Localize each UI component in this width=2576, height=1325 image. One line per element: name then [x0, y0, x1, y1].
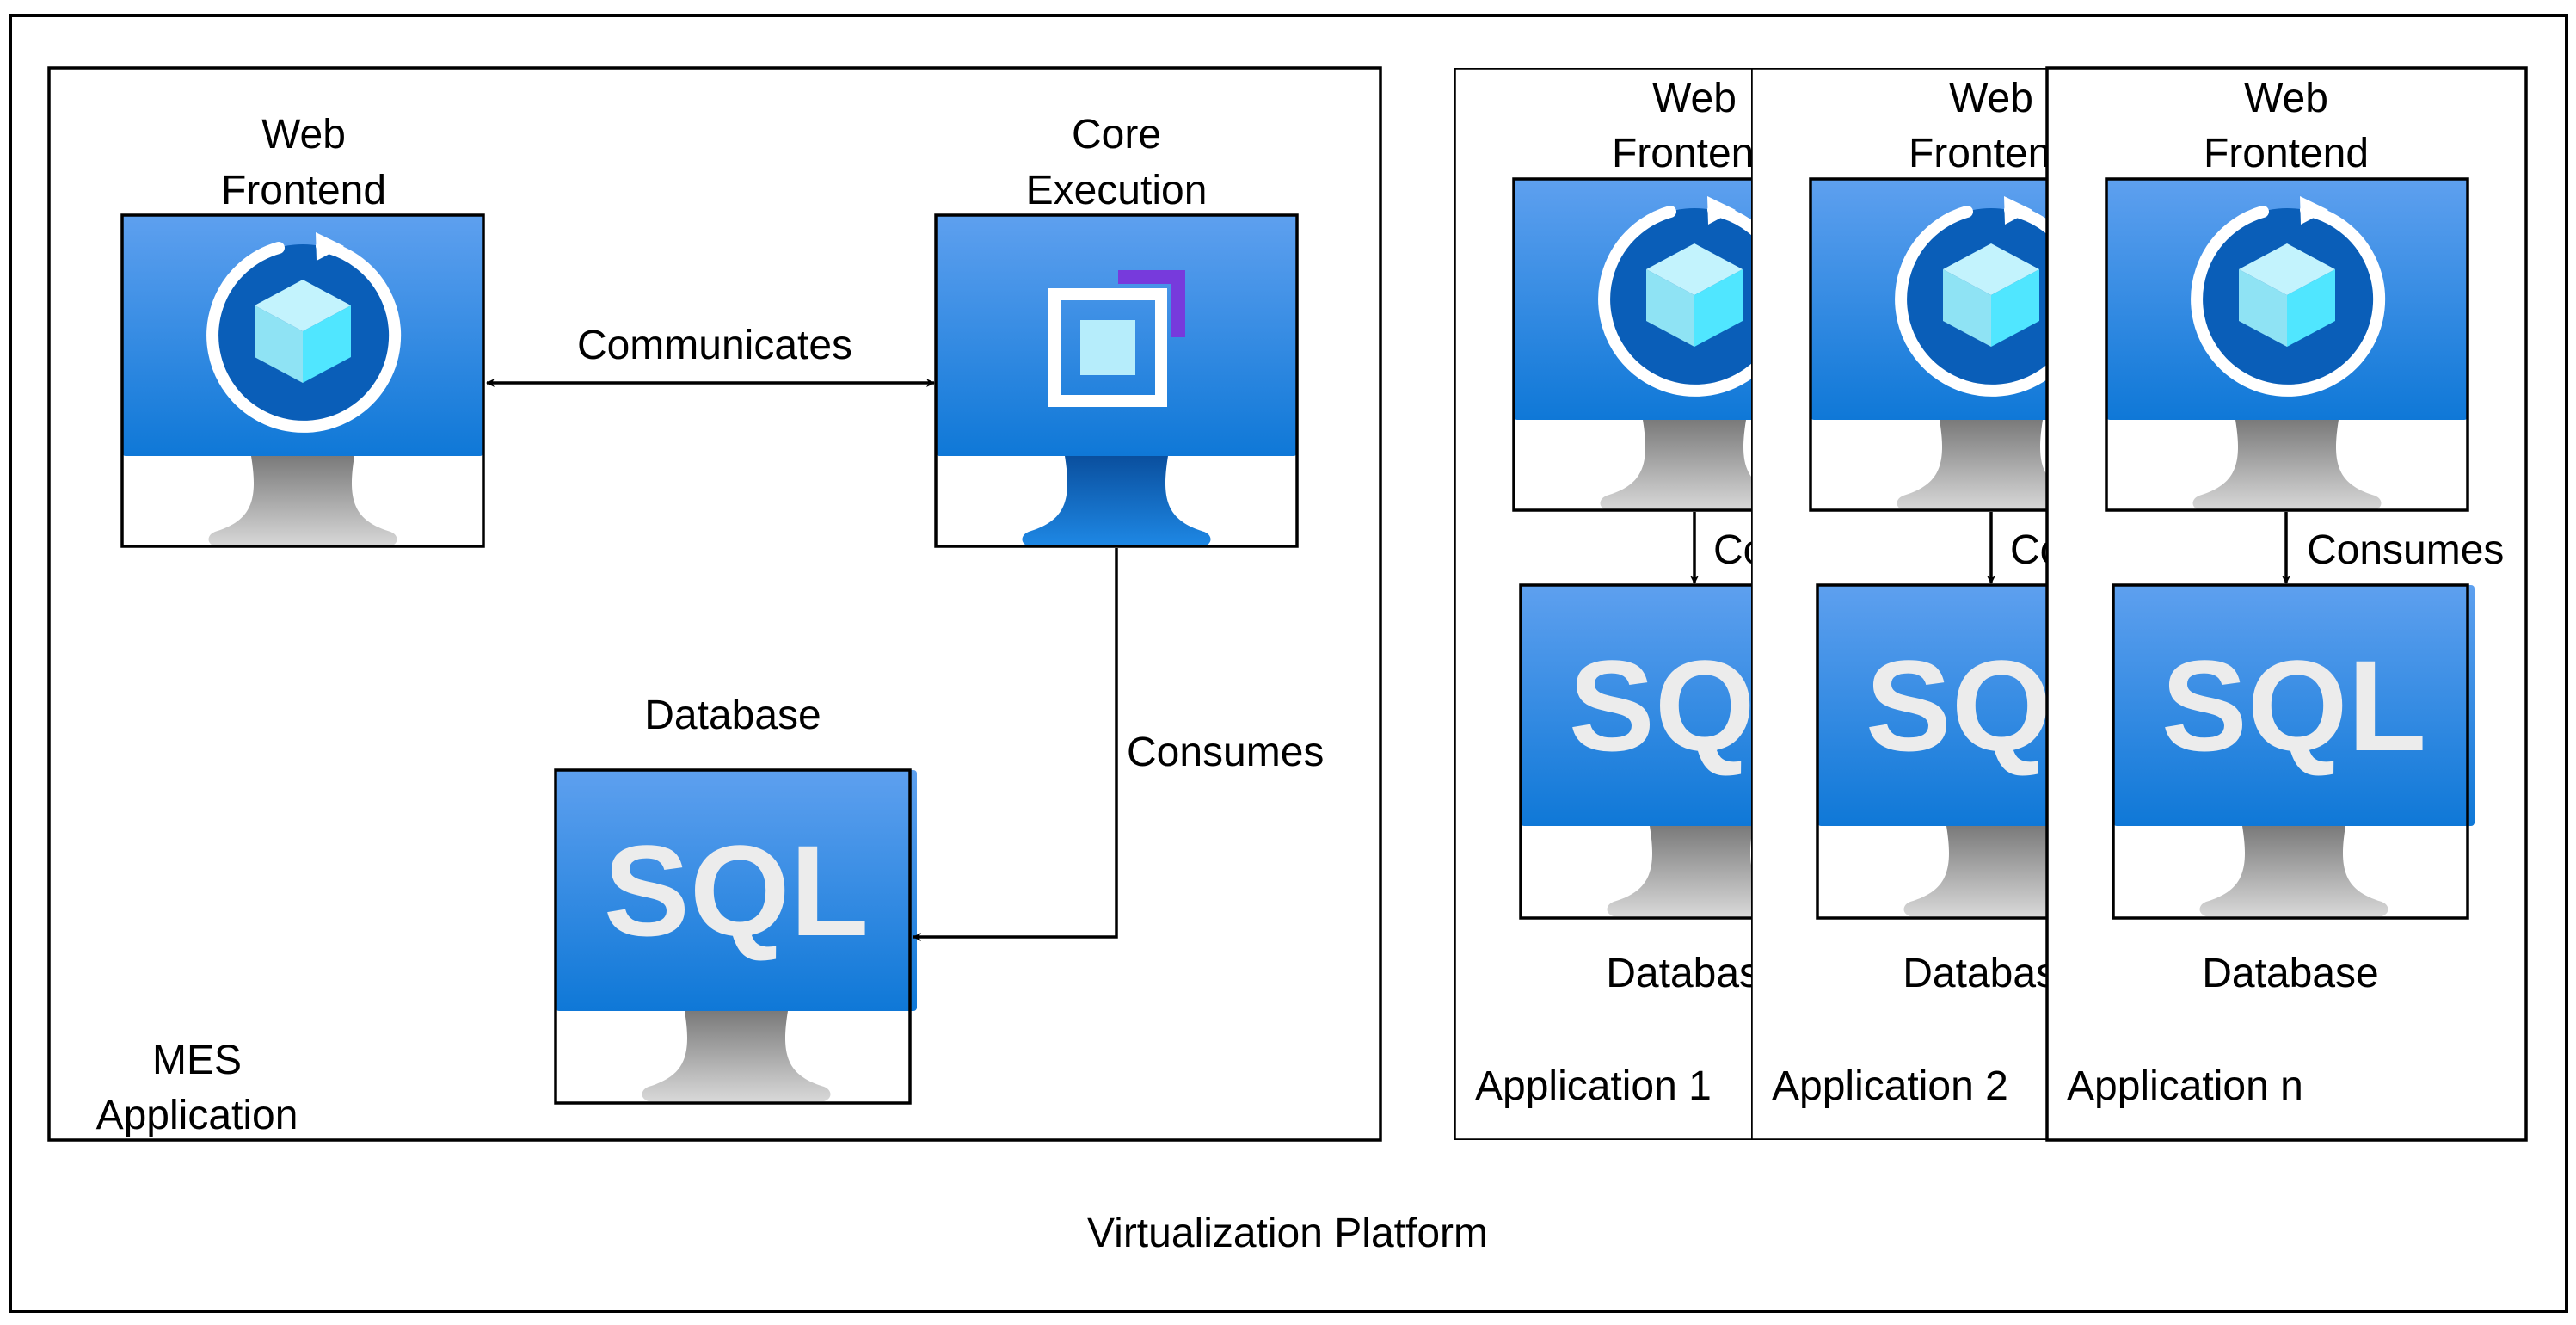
virtualization-platform-frame: [9, 14, 2568, 1313]
application-1-label: Application 1: [1475, 1063, 1712, 1109]
mes-application-label: MES: [152, 1038, 242, 1083]
consumes-label: Consumes: [2307, 527, 2504, 573]
sql-icon: SQL: [1569, 633, 1834, 778]
application-n-label: Application n: [2067, 1063, 2303, 1109]
consumes-label: Consumes: [1127, 730, 1324, 775]
sql-icon: SQL: [2161, 633, 2426, 778]
mes-application-container: [47, 66, 1382, 1142]
application-2-label: Application 2: [1772, 1063, 2008, 1109]
consumes-connector: [913, 548, 1118, 941]
mes-web-frontend-node: Web Frontend: [120, 112, 485, 548]
application-n-panel: Web Frontend Consumes SQL Database Appli…: [2045, 66, 2528, 1142]
web-frontend-label: Frontend: [1612, 131, 1777, 176]
mes-application-label: Application: [96, 1093, 298, 1138]
database-label: Database: [2202, 951, 2378, 996]
mes-database-node: Database SQL: [554, 693, 917, 1105]
web-frontend-label: Frontend: [2204, 131, 2369, 176]
communicates-label: Communicates: [577, 323, 852, 368]
database-label: Database: [644, 693, 821, 738]
consumes-label: Consumes: [2010, 527, 2207, 573]
consumes-label: Consumes: [1713, 527, 1910, 573]
core-execution-label: Core: [1072, 112, 1161, 157]
web-frontend-label: Frontend: [221, 168, 386, 213]
virtualization-platform-label: Virtualization Platform: [1087, 1211, 1488, 1256]
sql-icon: SQL: [1866, 633, 2130, 778]
web-frontend-label: Web: [1652, 76, 1737, 121]
application-1-panel: Web Frontend Consumes SQL Database Appli…: [1454, 68, 1910, 1140]
web-frontend-label: Web: [261, 112, 346, 157]
core-execution-node: Core Execution: [934, 112, 1299, 548]
application-2-panel: Web Frontend Consumes SQL Database Appli…: [1751, 68, 2207, 1140]
web-frontend-label: Web: [2244, 76, 2328, 121]
sql-icon: SQL: [604, 818, 869, 963]
web-frontend-label: Web: [1949, 76, 2033, 121]
database-label: Database: [1903, 951, 2079, 996]
web-frontend-label: Frontend: [1909, 131, 2074, 176]
database-label: Database: [1606, 951, 1782, 996]
core-execution-label: Execution: [1026, 168, 1208, 213]
